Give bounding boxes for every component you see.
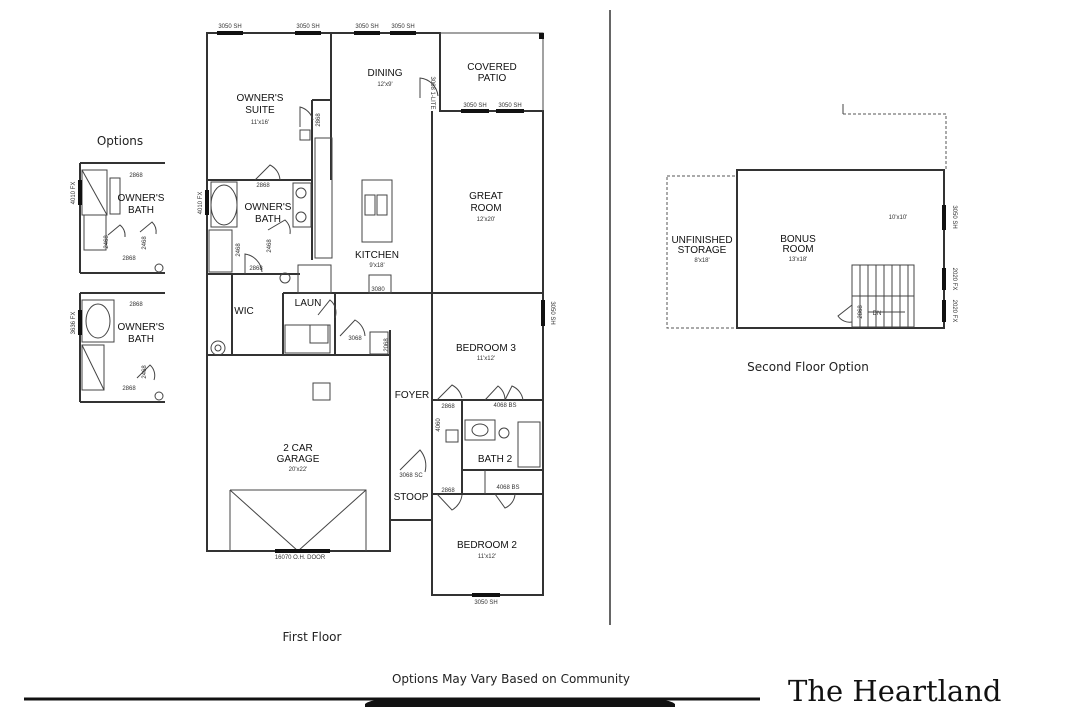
- unfinished-storage-label-2: STORAGE: [678, 245, 727, 256]
- option-bath-a: OWNER'S BATH 2868 2868 4010 FX 2468 2468: [71, 162, 165, 274]
- window-label-1: 3050 SH: [218, 24, 241, 30]
- stair-down-label: DN: [873, 311, 882, 317]
- option-a-door-top: 2868: [129, 173, 143, 179]
- garage-label-2: GARAGE: [277, 454, 320, 465]
- door-label-8: 2068: [384, 338, 390, 352]
- option-bath-a-label-2: BATH: [128, 205, 154, 216]
- option-b-door-right: 2468: [142, 365, 148, 379]
- option-bath-b-label-2: BATH: [128, 334, 154, 345]
- option-bath-b-label: OWNER'S: [118, 322, 165, 333]
- second-floor-window-3: 2020 FX: [951, 300, 957, 323]
- second-floor-window-1: 3050 SH: [951, 205, 957, 228]
- kitchen-label: KITCHEN: [355, 250, 399, 261]
- window-label-9: 4010 FX: [198, 192, 204, 215]
- second-floor-plan: UNFINISHED STORAGE 8'x18' BONUS ROOM 13'…: [666, 104, 957, 329]
- option-a-door-bottom: 2868: [122, 256, 136, 262]
- first-floor-labels: OWNER'S SUITE 11'x16' DINING 12'x9' COVE…: [198, 24, 555, 606]
- options-caption: Options: [97, 134, 143, 148]
- dining-label: DINING: [368, 68, 403, 79]
- door-label-11: 4060: [436, 418, 442, 432]
- window-label-8: 3050 SH: [549, 301, 555, 324]
- door-label-9: 2868: [441, 404, 455, 410]
- option-a-door-mid: 2468: [104, 235, 110, 249]
- covered-patio-label: COVERED: [467, 62, 516, 73]
- door-label-5: 2868: [316, 113, 322, 127]
- plan-name-title: The Heartland: [788, 674, 1002, 708]
- great-room-label-2: ROOM: [470, 203, 501, 214]
- owners-suite-label: OWNER'S: [237, 93, 284, 104]
- great-room-dim: 12'x20': [477, 217, 496, 223]
- door-label-7: 3080: [371, 287, 385, 293]
- option-bath-b: OWNER'S BATH 2868 2868 3636 FX 2468: [71, 292, 165, 403]
- wic-label: WIC: [234, 306, 253, 317]
- covered-patio-label-2: PATIO: [478, 73, 507, 84]
- patio-door-label: 3068 1-LITE: [429, 76, 435, 109]
- bath-2-label: BATH 2: [478, 454, 513, 465]
- footer-tab: [365, 700, 675, 707]
- second-floor-door: 2868: [858, 305, 864, 319]
- option-a-window: 4010 FX: [71, 182, 77, 205]
- closet-door-label-1: 4068 BS: [493, 403, 516, 409]
- bedroom-2-dim: 11'x12': [478, 554, 496, 560]
- window-label-3: 3050 SH: [355, 24, 378, 30]
- garage-label: 2 CAR: [283, 443, 312, 454]
- door-label-1: 2868: [256, 183, 270, 189]
- bedroom-3-dim: 11'x12': [477, 356, 495, 362]
- front-door-label: 3068 SC: [399, 473, 423, 479]
- window-label-6: 3050 SH: [498, 103, 521, 109]
- bedroom-3-label: BEDROOM 3: [456, 343, 516, 354]
- first-floor-caption: First Floor: [283, 630, 342, 644]
- door-label-6: 3068: [348, 336, 362, 342]
- door-label-10: 2868: [441, 488, 455, 494]
- option-a-door-right: 2468: [142, 236, 148, 250]
- owners-suite-dim: 11'x16': [251, 120, 269, 126]
- window-label-4: 3050 SH: [391, 24, 414, 30]
- unfinished-storage-label: UNFINISHED: [671, 235, 732, 246]
- second-floor-window-2: 2020 FX: [951, 268, 957, 291]
- owners-suite-label-2: SUITE: [245, 105, 275, 116]
- owners-bath-label-2: BATH: [255, 214, 281, 225]
- bonus-room-dim: 13'x18': [789, 257, 808, 263]
- first-floor-plan: [205, 31, 545, 597]
- owners-bath-label: OWNER'S: [245, 202, 292, 213]
- window-label-2: 3050 SH: [296, 24, 319, 30]
- window-label-7: 3050 SH: [474, 600, 497, 606]
- bedroom-2-label: BEDROOM 2: [457, 540, 517, 551]
- door-label-3: 2468: [236, 243, 242, 257]
- laundry-label: LAUN: [295, 298, 322, 309]
- dining-dim: 12'x9': [377, 82, 392, 88]
- door-label-4: 2468: [267, 239, 273, 253]
- window-label-5: 3050 SH: [463, 103, 486, 109]
- option-b-door-bottom: 2868: [122, 386, 136, 392]
- garage-door-label: 16070 O.H. DOOR: [275, 555, 326, 561]
- foyer-label: FOYER: [395, 390, 429, 401]
- option-b-door-top: 2868: [129, 302, 143, 308]
- bonus-room-label: BONUS: [780, 234, 816, 245]
- unfinished-storage-dim: 8'x18': [694, 258, 709, 264]
- bonus-room-label-2: ROOM: [782, 244, 813, 255]
- door-label-2: 2868: [249, 266, 263, 272]
- stoop-label: STOOP: [394, 492, 429, 503]
- option-b-window: 3636 FX: [71, 312, 77, 335]
- community-note: Options May Vary Based on Community: [392, 672, 630, 686]
- great-room-label: GREAT: [469, 191, 503, 202]
- closet-door-label-2: 4068 BS: [496, 485, 519, 491]
- option-bath-a-label: OWNER'S: [118, 193, 165, 204]
- kitchen-dim: 9'x18': [369, 263, 384, 269]
- second-floor-size-note: 10'x10': [889, 215, 908, 221]
- garage-dim: 20'x22': [289, 467, 308, 473]
- second-floor-caption: Second Floor Option: [747, 360, 869, 374]
